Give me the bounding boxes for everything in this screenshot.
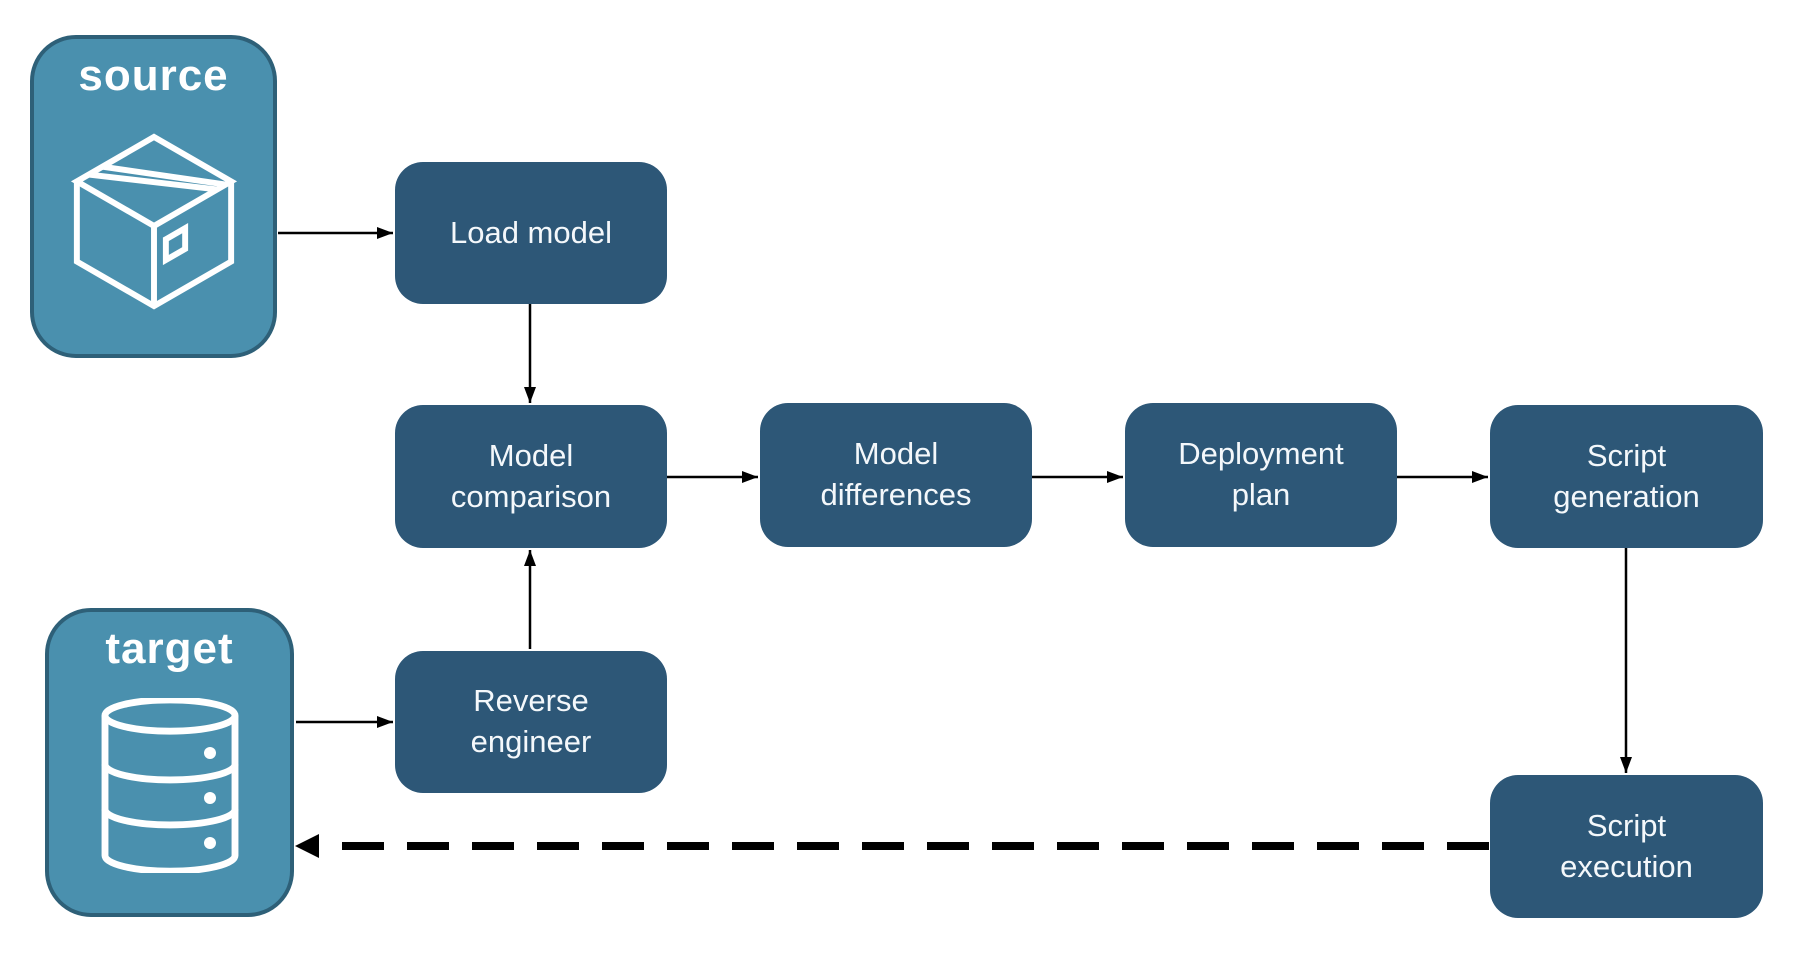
node-label: Model differences: [820, 436, 972, 512]
node-label: Script execution: [1560, 807, 1693, 884]
source-container: source: [30, 35, 277, 358]
dashed-arrowhead: [295, 834, 319, 858]
arrow-execution-to-target-dashed: [295, 834, 1489, 858]
node-label: Script generation: [1553, 437, 1700, 514]
node-deployment-plan: Deployment plan: [1125, 403, 1397, 547]
node-script-generation: Script generation: [1490, 405, 1763, 548]
node-label: Model comparison: [450, 437, 612, 514]
node-model-differences: Model differences: [760, 403, 1032, 547]
source-label: source: [78, 51, 229, 100]
node-load-model: Load model: [395, 162, 667, 304]
node-script-execution: Script execution: [1490, 775, 1763, 918]
target-container: target: [45, 608, 294, 917]
database-icon: [101, 698, 238, 873]
node-model-comparison: Model comparison: [395, 405, 667, 548]
node-label: Reverse engineer: [470, 683, 592, 759]
node-label: Load model: [449, 214, 612, 250]
target-label: target: [105, 624, 234, 673]
package-icon: [70, 133, 237, 310]
node-reverse-engineer: Reverse engineer: [395, 651, 667, 793]
node-label: Deployment plan: [1178, 436, 1344, 512]
